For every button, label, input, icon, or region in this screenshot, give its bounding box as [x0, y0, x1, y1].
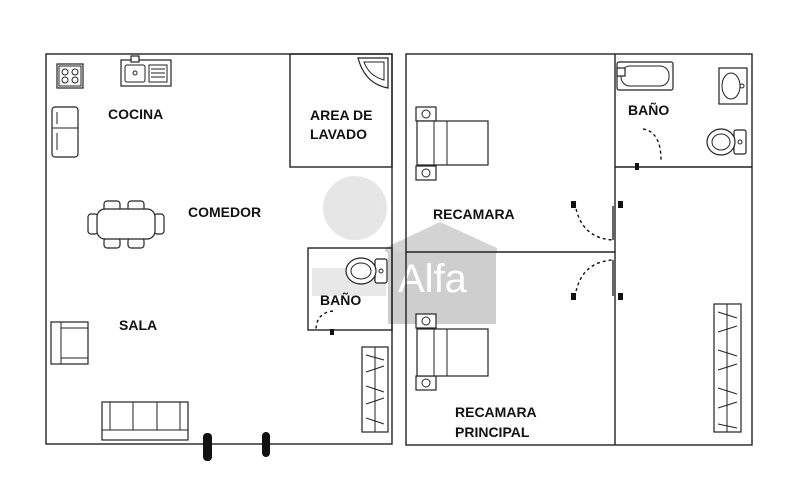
toilet-icon [706, 128, 747, 156]
master-bedroom-label-line1: RECAMARA [455, 404, 537, 420]
entry-door-markers [203, 432, 270, 461]
dining-table-icon [87, 200, 165, 249]
door-swing-icon [315, 310, 334, 335]
watermark-brand: Alfa [398, 257, 468, 301]
sink-icon [120, 55, 172, 87]
bed-icon [415, 106, 489, 181]
door-swing-icon [571, 259, 623, 300]
door-swing-icon [635, 128, 662, 170]
washbasin-icon [718, 67, 748, 105]
living-room-label: SALA [119, 317, 157, 333]
closet-icon [713, 303, 742, 433]
door-swing-icon [571, 201, 623, 241]
right-bathroom-label: BAÑO [628, 101, 669, 118]
bathtub-icon [616, 61, 674, 91]
toilet-icon [345, 257, 388, 285]
right-unit-outline [405, 53, 753, 446]
laundry-area-walls [289, 53, 393, 168]
bed-icon [415, 313, 489, 391]
left-bathroom-label: BAÑO [320, 291, 361, 308]
master-bedroom-label-line2: PRINCIPAL [455, 424, 530, 440]
stove-icon [56, 63, 84, 89]
dining-room-label: COMEDOR [188, 204, 261, 220]
laundry-label-line1: AREA DE [310, 107, 373, 123]
bedroom-label: RECAMARA [433, 206, 515, 222]
laundry-label-line2: LAVADO [310, 126, 367, 142]
armchair-icon [50, 321, 89, 365]
closet-icon [361, 346, 389, 433]
corner-sink-icon [357, 57, 389, 89]
sofa-icon [101, 401, 189, 441]
left-unit-walls [45, 53, 393, 445]
left-bathroom-walls [307, 247, 393, 331]
refrigerator-icon [51, 106, 79, 158]
kitchen-label: COCINA [108, 106, 163, 122]
watermark-circle [323, 176, 387, 240]
watermark-roof [385, 222, 497, 252]
